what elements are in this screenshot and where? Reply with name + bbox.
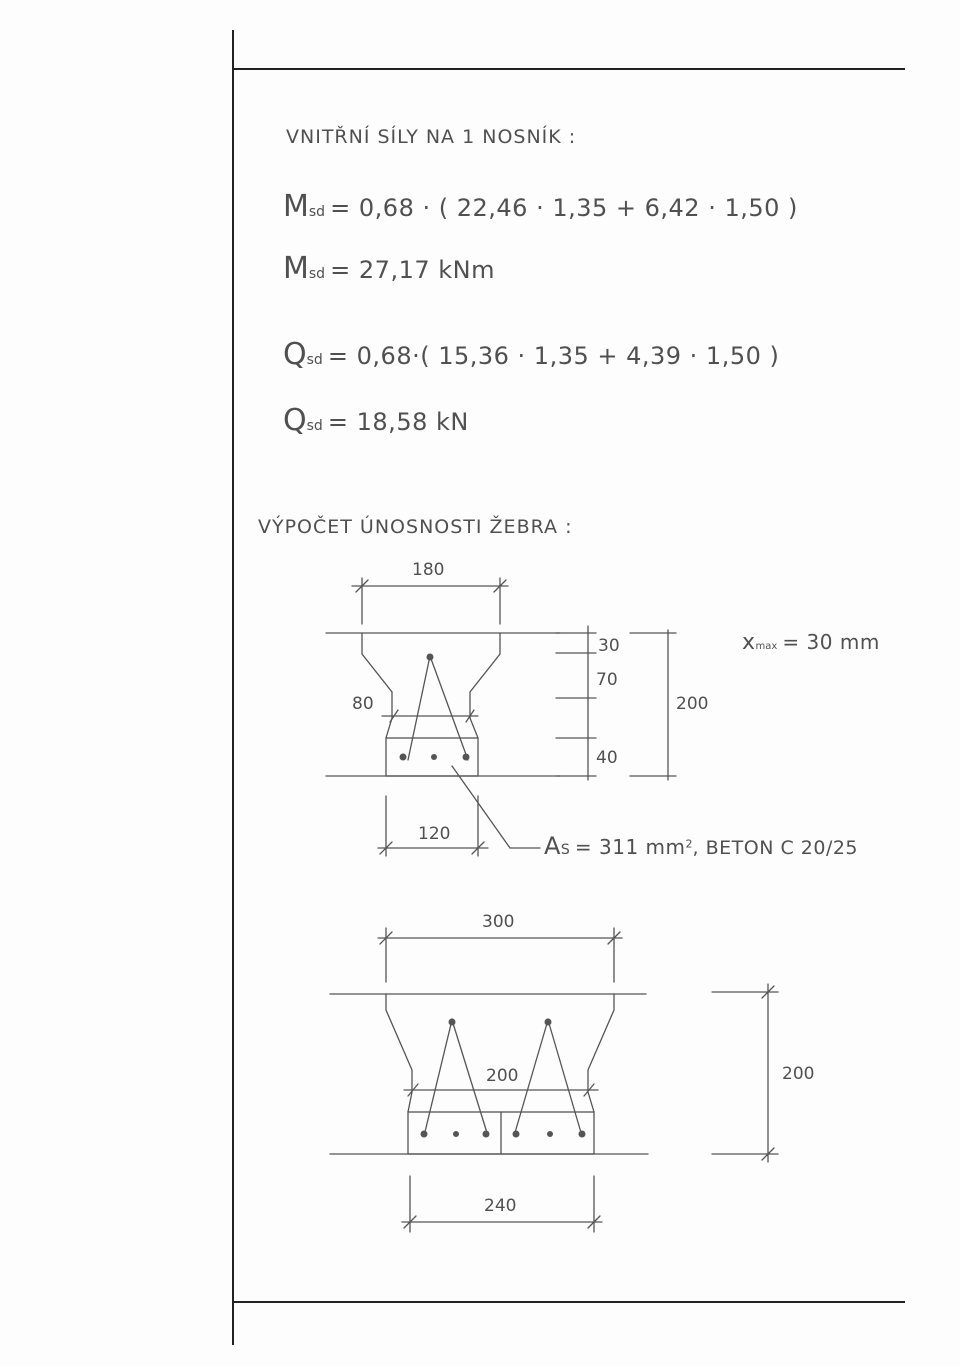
- rebar-3: [462, 753, 470, 761]
- dim-300: 300: [482, 912, 515, 932]
- dim-mark-120-left: [379, 841, 393, 855]
- rib2-outline-left: [385, 993, 413, 1113]
- dim-40: 40: [596, 748, 618, 768]
- rebar2-top-right: [544, 1018, 552, 1026]
- as-value: = 311 mm: [574, 835, 686, 859]
- concrete-class: , BETON C 20/25: [692, 837, 859, 859]
- qsd-formula-rhs: = 0,68·( 15,36 · 1,35 + 4,39 · 1,50 ): [327, 342, 780, 370]
- msd-result: Msd = 27,17 kNm: [283, 254, 495, 284]
- msd-result-rhs: = 27,17 kNm: [330, 256, 495, 284]
- xmax-note: xmax = 30 mm: [742, 632, 880, 654]
- rebar2-top-left: [448, 1018, 456, 1026]
- rebar2-6: [578, 1130, 586, 1138]
- heading-internal-forces: VNITŘNÍ SÍLY NA 1 NOSNÍK :: [286, 126, 577, 148]
- msd-result-subscript: sd: [308, 266, 326, 282]
- dim-mark-300-right: [607, 931, 621, 945]
- dim-80: 80: [352, 694, 374, 714]
- dim-mark-80-right: [465, 709, 475, 723]
- as-symbol: A: [544, 832, 561, 860]
- xmax-subscript: max: [755, 641, 778, 652]
- dim-mark-180-right: [493, 579, 507, 593]
- dim-mark-240-left: [403, 1215, 417, 1229]
- rebar2-3: [482, 1130, 490, 1138]
- rebar2-5: [547, 1131, 553, 1137]
- qsd-result-symbol: Q: [283, 403, 307, 438]
- dim-mark-80-left: [389, 709, 399, 723]
- xmax-symbol: x: [742, 630, 756, 655]
- as-leader-line: [451, 765, 541, 849]
- rebar-2: [431, 754, 437, 760]
- msd-result-symbol: M: [283, 251, 309, 286]
- msd-formula-rhs: = 0,68 · ( 22,46 · 1,35 + 6,42 · 1,50 ): [330, 194, 798, 222]
- qsd-result: Qsd = 18,58 kN: [283, 406, 469, 436]
- dim-mark-200-2-top: [761, 985, 775, 999]
- rebar2-1: [420, 1130, 428, 1138]
- msd-subscript: sd: [308, 204, 326, 220]
- dim-mark-300-left: [379, 931, 393, 945]
- heading-rib-capacity: VÝPOČET ÚNOSNOSTI ŽEBRA :: [258, 516, 573, 538]
- xmax-value: = 30 mm: [782, 630, 880, 654]
- dim-120: 120: [418, 824, 451, 844]
- as-subscript: S: [560, 842, 570, 858]
- dim-mark-inner-200-left: [407, 1083, 419, 1097]
- rib-outline: [361, 632, 393, 739]
- dim-200-section2: 200: [782, 1064, 815, 1084]
- dim-inner-200: 200: [486, 1066, 519, 1086]
- qsd-subscript: sd: [306, 352, 323, 368]
- dim-70: 70: [596, 670, 618, 690]
- rib2-outline-right: [587, 993, 615, 1113]
- dim-30: 30: [598, 636, 620, 656]
- dim-mark-200-2-bottom: [761, 1147, 775, 1161]
- dim-mark-inner-200-right: [583, 1083, 595, 1097]
- qsd-formula: Qsd = 0,68·( 15,36 · 1,35 + 4,39 · 1,50 …: [283, 340, 779, 370]
- dim-180: 180: [412, 560, 445, 580]
- rib-outline-right: [469, 632, 501, 739]
- dim-200-section1: 200: [676, 694, 709, 714]
- rebar-1: [399, 753, 407, 761]
- dim-240: 240: [484, 1196, 517, 1216]
- qsd-result-rhs: = 18,58 kN: [327, 408, 469, 436]
- dim-mark-120-right: [471, 841, 485, 855]
- dim-mark-240-right: [587, 1215, 601, 1229]
- as-unit-exponent: 2: [685, 837, 693, 851]
- dim-mark-180-left: [355, 579, 369, 593]
- rebar2-2: [453, 1131, 459, 1137]
- steel-area-note: AS = 311 mm2, BETON C 20/25: [544, 834, 858, 858]
- qsd-result-subscript: sd: [306, 418, 323, 434]
- qsd-symbol: Q: [283, 337, 307, 372]
- msd-symbol: M: [283, 189, 309, 224]
- msd-formula: Msd = 0,68 · ( 22,46 · 1,35 + 6,42 · 1,5…: [283, 192, 798, 222]
- rebar-top: [426, 653, 434, 661]
- rebar2-4: [512, 1130, 520, 1138]
